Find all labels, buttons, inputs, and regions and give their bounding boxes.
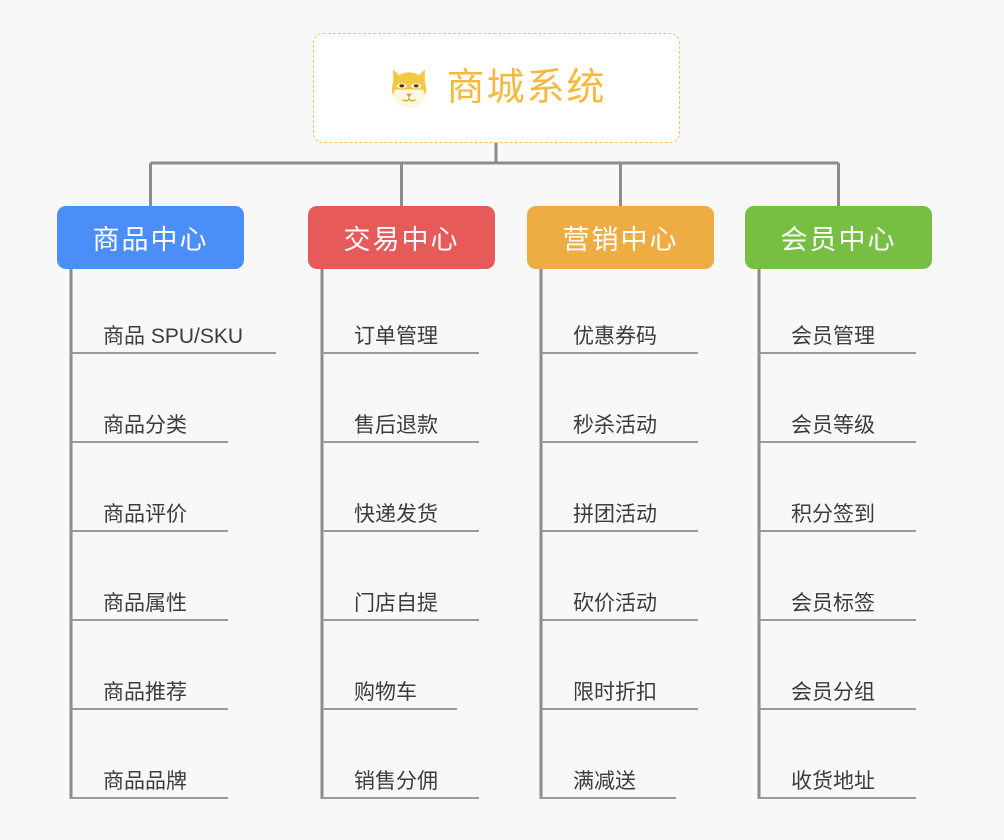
leaf-item[interactable]: 销售分佣 bbox=[322, 753, 479, 799]
leaf-item-label: 限时折扣 bbox=[573, 680, 657, 704]
leaf-item-label: 优惠券码 bbox=[573, 324, 657, 348]
leaf-item[interactable]: 商品评价 bbox=[71, 486, 228, 532]
leaf-item-label: 快递发货 bbox=[354, 502, 438, 526]
leaf-item-label: 订单管理 bbox=[354, 324, 438, 348]
leaf-item[interactable]: 售后退款 bbox=[322, 397, 479, 443]
root-title: 商城系统 bbox=[446, 67, 607, 109]
leaf-item[interactable]: 会员分组 bbox=[759, 664, 916, 710]
leaf-item-label: 收货地址 bbox=[791, 769, 875, 793]
leaf-item-label: 商品推荐 bbox=[103, 680, 187, 704]
leaf-item-label: 秒杀活动 bbox=[573, 413, 657, 437]
leaf-item[interactable]: 会员标签 bbox=[759, 575, 916, 621]
leaf-item[interactable]: 商品分类 bbox=[71, 397, 228, 443]
leaf-item[interactable]: 会员管理 bbox=[759, 308, 916, 354]
category-label: 交易中心 bbox=[343, 225, 460, 255]
leaf-item[interactable]: 商品品牌 bbox=[71, 753, 228, 799]
category-label: 商品中心 bbox=[92, 225, 209, 255]
leaf-item[interactable]: 优惠券码 bbox=[541, 308, 698, 354]
category-label: 会员中心 bbox=[780, 225, 897, 255]
leaf-item[interactable]: 拼团活动 bbox=[541, 486, 698, 532]
leaf-item[interactable]: 满减送 bbox=[541, 753, 676, 799]
leaf-item[interactable]: 商品属性 bbox=[71, 575, 228, 621]
leaf-item[interactable]: 秒杀活动 bbox=[541, 397, 698, 443]
leaf-item[interactable]: 积分签到 bbox=[759, 486, 916, 532]
leaf-item[interactable]: 快递发货 bbox=[322, 486, 479, 532]
leaf-item-label: 砍价活动 bbox=[573, 591, 657, 615]
leaf-item-label: 销售分佣 bbox=[354, 769, 438, 793]
leaf-item-label: 门店自提 bbox=[354, 591, 438, 615]
leaf-item[interactable]: 购物车 bbox=[322, 664, 457, 710]
leaf-item[interactable]: 订单管理 bbox=[322, 308, 479, 354]
leaf-item-label: 会员分组 bbox=[791, 680, 875, 704]
leaf-item-label: 商品评价 bbox=[103, 502, 187, 526]
leaf-item-label: 满减送 bbox=[573, 769, 636, 793]
leaf-item-label: 拼团活动 bbox=[573, 502, 657, 526]
leaf-item-label: 购物车 bbox=[354, 680, 417, 704]
root-node[interactable]: 商城系统 bbox=[313, 33, 680, 143]
category-node-trade-center[interactable]: 交易中心 bbox=[308, 206, 495, 269]
leaf-item-label: 积分签到 bbox=[791, 502, 875, 526]
category-node-member-center[interactable]: 会员中心 bbox=[745, 206, 932, 269]
leaf-item[interactable]: 会员等级 bbox=[759, 397, 916, 443]
leaf-item-label: 会员等级 bbox=[791, 413, 875, 437]
leaf-item-label: 商品属性 bbox=[103, 591, 187, 615]
leaf-item[interactable]: 限时折扣 bbox=[541, 664, 698, 710]
leaf-item[interactable]: 收货地址 bbox=[759, 753, 916, 799]
leaf-item[interactable]: 砍价活动 bbox=[541, 575, 698, 621]
category-node-marketing-center[interactable]: 营销中心 bbox=[527, 206, 714, 269]
leaf-item-label: 商品分类 bbox=[103, 413, 187, 437]
shiba-dog-face-icon bbox=[386, 65, 432, 111]
leaf-item[interactable]: 商品推荐 bbox=[71, 664, 228, 710]
leaf-item[interactable]: 门店自提 bbox=[322, 575, 479, 621]
leaf-item-label: 商品 SPU/SKU bbox=[103, 324, 244, 348]
category-label: 营销中心 bbox=[562, 225, 679, 255]
leaf-item-label: 售后退款 bbox=[354, 413, 438, 437]
leaf-item-label: 会员管理 bbox=[791, 324, 875, 348]
leaf-item[interactable]: 商品 SPU/SKU bbox=[71, 308, 276, 354]
leaf-item-label: 商品品牌 bbox=[103, 769, 187, 793]
leaf-item-label: 会员标签 bbox=[791, 591, 875, 615]
category-node-product-center[interactable]: 商品中心 bbox=[57, 206, 244, 269]
